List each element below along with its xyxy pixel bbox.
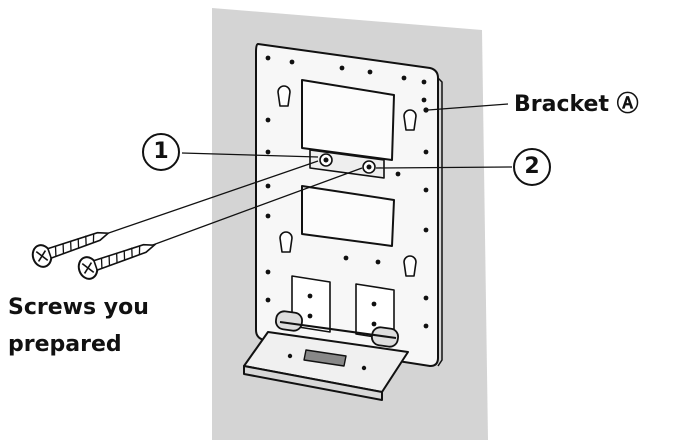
screw-2 <box>77 243 157 280</box>
bracket-a-label: Bracket Ⓐ <box>514 92 639 117</box>
callout-1: 1 <box>142 133 180 171</box>
callout-2: 2 <box>513 148 551 186</box>
screws-label-line2: prepared <box>8 332 122 357</box>
hinge <box>275 310 399 348</box>
bracket-a <box>243 43 443 401</box>
screw-1-guide <box>99 160 319 237</box>
screw-2-guide <box>149 167 363 247</box>
screws-label-line1: Screws you <box>8 295 149 320</box>
callout-2-leader <box>375 166 513 169</box>
upper-window <box>301 79 395 161</box>
lower-window <box>301 185 395 247</box>
shelf-slot <box>303 349 347 367</box>
bracket-leader-line <box>427 103 509 111</box>
keyhole-slots <box>277 85 417 277</box>
screw-holes <box>319 153 376 174</box>
mounting-holes <box>265 55 429 329</box>
callout-1-leader <box>181 152 319 158</box>
screw-1 <box>31 231 111 268</box>
